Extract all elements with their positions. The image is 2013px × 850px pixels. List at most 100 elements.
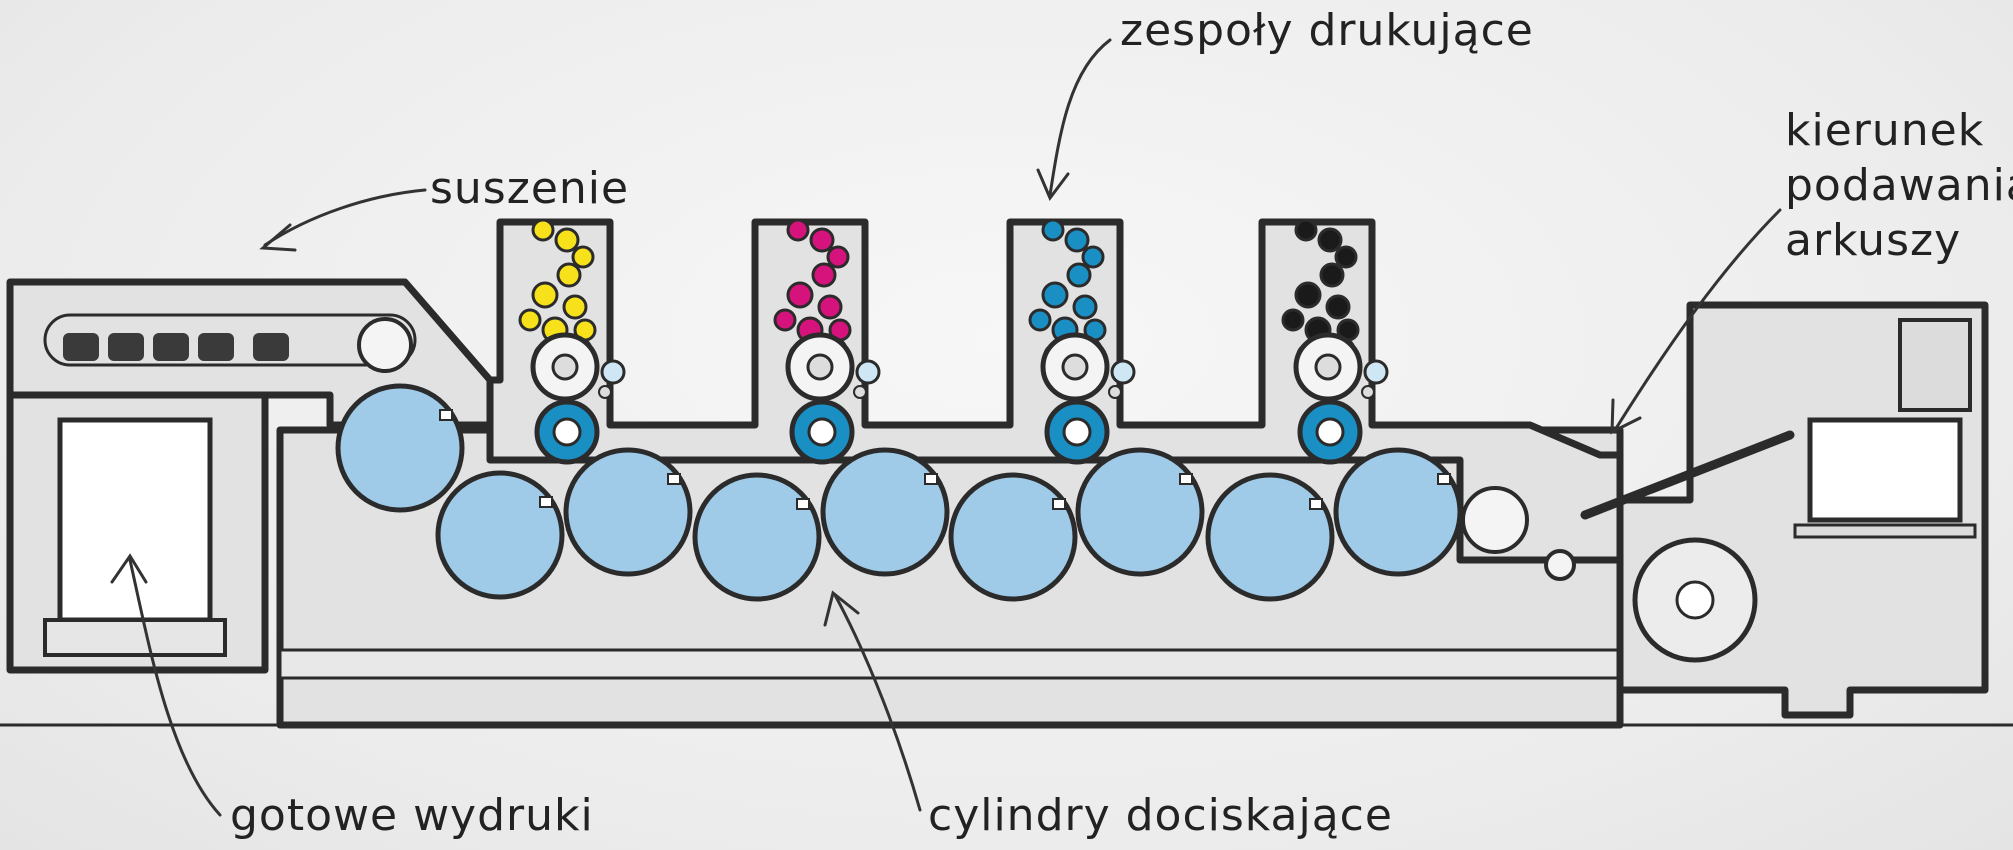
impression-cylinder (1075, 447, 1205, 577)
damping-roller-small (1108, 385, 1122, 399)
ink-roller (811, 262, 837, 288)
arrow-finished-prints (128, 558, 222, 817)
press-lower-rail (278, 648, 1622, 680)
label-finished-prints: gotowe wydruki (230, 790, 594, 841)
damping-roller (855, 359, 881, 385)
ink-roller (531, 218, 555, 242)
plate-cylinder-hub (1314, 353, 1342, 381)
label-feed-direction-line2: podawania (1785, 160, 2013, 211)
damping-roller (600, 359, 626, 385)
dryer-roller (357, 317, 413, 373)
arrow-impression-cylinders (833, 593, 922, 812)
damping-roller-small (853, 385, 867, 399)
ink-roller (826, 245, 850, 269)
ink-roller (1325, 294, 1351, 320)
delivery-pallet (43, 618, 227, 657)
ink-roller (1334, 245, 1358, 269)
ink-roller (1317, 227, 1343, 253)
feed-roller (1461, 486, 1529, 554)
arrow-drying (263, 188, 427, 247)
impression-cylinder (692, 472, 822, 602)
blanket-cylinder-hub (1062, 417, 1092, 447)
gripper (667, 473, 681, 485)
gripper (1437, 473, 1451, 485)
ink-roller (786, 218, 810, 242)
gripper (1179, 473, 1193, 485)
impression-cylinder (948, 472, 1078, 602)
arrow-printing-units (1048, 38, 1112, 197)
label-feed-direction-line1: kierunek (1785, 105, 1984, 156)
label-impression-cylinders: cylindry dociskające (928, 790, 1393, 841)
magenta-unit (773, 218, 881, 465)
blanket-cylinder-hub (1315, 417, 1345, 447)
arrow-impression-cylinders-head (823, 590, 860, 627)
plate-cylinder-hub (551, 353, 579, 381)
dryer-lamp (153, 333, 189, 361)
blanket-cylinder-hub (552, 417, 582, 447)
ink-roller (571, 245, 595, 269)
damping-roller-small (598, 385, 612, 399)
impression-cylinders (335, 383, 1463, 602)
ink-roller (809, 227, 835, 253)
ink-roller (1281, 308, 1305, 332)
feeder-wheel-hub (1675, 580, 1715, 620)
ink-roller (773, 308, 797, 332)
delivery-pile (57, 417, 213, 623)
ink-roller (1081, 245, 1105, 269)
dryer-belt (43, 313, 417, 367)
damping-roller-small (1361, 385, 1375, 399)
arrow-feed-direction (1613, 208, 1782, 432)
ink-roller (1028, 308, 1052, 332)
arrow-printing-units-head (1036, 168, 1070, 201)
impression-cylinder (1333, 447, 1463, 577)
printing-units (518, 218, 1389, 465)
yellow-unit (518, 218, 626, 465)
ink-roller (1041, 218, 1065, 242)
plate-cylinder-hub (806, 353, 834, 381)
dryer-lamp (108, 333, 144, 361)
ink-roller (1319, 262, 1345, 288)
ink-roller (556, 262, 582, 288)
ink-roller (1294, 218, 1318, 242)
gripper (924, 473, 938, 485)
feeder-pile (1807, 417, 1963, 523)
ink-roller (1066, 262, 1092, 288)
plate-cylinder-hub (1061, 353, 1089, 381)
feeder-head (1898, 318, 1972, 412)
label-feed-direction-line3: arkuszy (1785, 215, 1961, 266)
arrow-feed-direction-head (1610, 398, 1642, 435)
gripper (1052, 498, 1066, 510)
feed-gear (1544, 549, 1576, 581)
impression-cylinder (435, 470, 565, 600)
ink-roller (1072, 294, 1098, 320)
cyan-unit (1028, 218, 1136, 465)
dryer-lamp (253, 333, 289, 361)
gripper (796, 498, 810, 510)
dryer-lamp (198, 333, 234, 361)
label-printing-units: zespoły drukujące (1120, 5, 1534, 56)
feed-board (1580, 430, 1795, 520)
impression-cylinder (335, 383, 465, 513)
gripper (1309, 498, 1323, 510)
arrow-finished-prints-head (110, 553, 148, 584)
ink-roller (518, 308, 542, 332)
damping-roller (1110, 359, 1136, 385)
dryer-lamp (63, 333, 99, 361)
gripper (439, 409, 453, 421)
ink-roller (1064, 227, 1090, 253)
ink-roller (562, 294, 588, 320)
ink-roller (1041, 281, 1069, 309)
ink-roller (531, 281, 559, 309)
feeder-tray (1793, 523, 1977, 539)
ink-roller (817, 294, 843, 320)
impression-cylinder (1205, 472, 1335, 602)
impression-cylinder (563, 447, 693, 577)
damping-roller (1363, 359, 1389, 385)
ink-roller (554, 227, 580, 253)
ink-roller (1294, 281, 1322, 309)
ink-roller (786, 281, 814, 309)
impression-cylinder (820, 447, 950, 577)
dryer-lamps (63, 333, 289, 361)
